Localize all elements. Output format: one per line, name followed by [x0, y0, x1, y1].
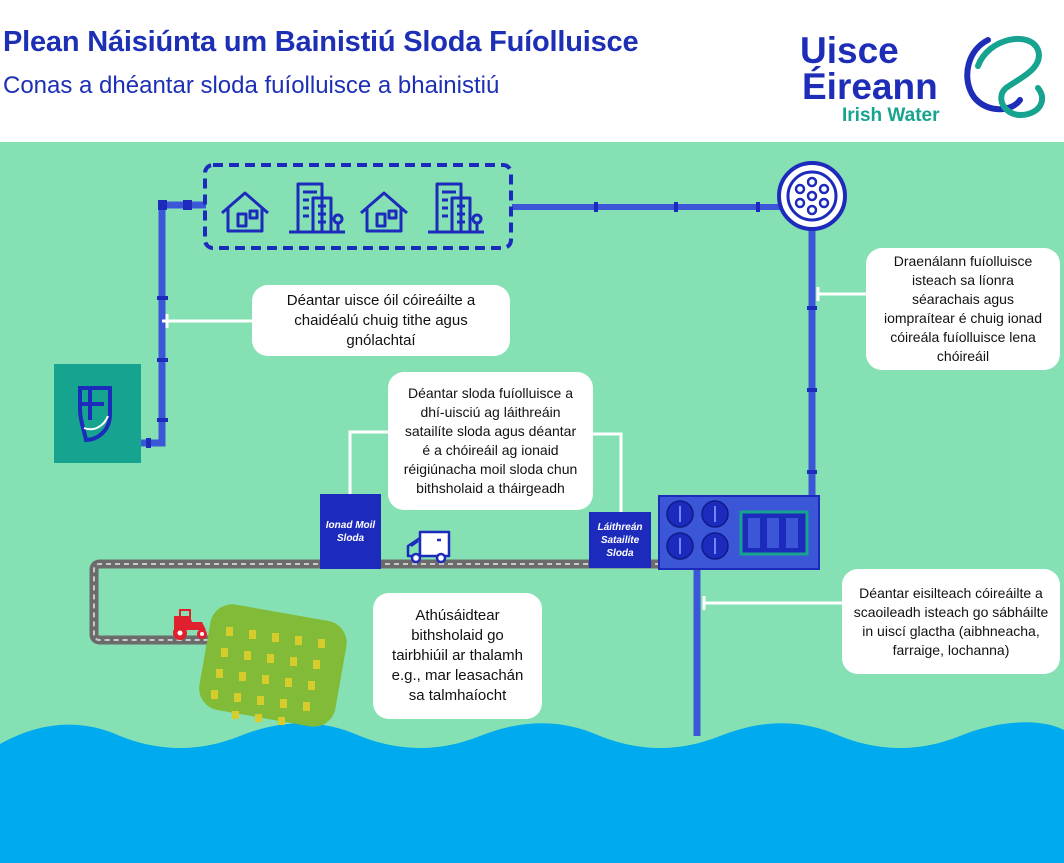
diagram-graphics [0, 161, 1064, 863]
callout-biosolids-reuse: Athúsáidtear bithsholaid go tairbhiúil a… [373, 593, 542, 719]
connector-satellite [593, 432, 623, 512]
pipe-joints-left [146, 200, 192, 448]
sea-waves [0, 722, 1064, 863]
uisce-eireann-logo: Uisce Éireann Irish Water [800, 24, 1055, 134]
buildings-group-box [203, 163, 513, 250]
tractor-icon [173, 609, 207, 640]
house-icon [221, 191, 269, 233]
callout-dewatering: Déantar sloda fuíolluisce a dhí-uisciú a… [388, 372, 593, 510]
sludge-satellite-site-label: Láithreán Satailíte Sloda [589, 512, 651, 568]
page-subtitle: Conas a dhéantar sloda fuíolluisce a bha… [3, 72, 500, 99]
callout-wastewater: Draenálann fuíolluisce isteach sa líonra… [866, 248, 1060, 370]
crop-pattern [211, 627, 325, 725]
wastewater-treatment-plant-icon [658, 495, 820, 570]
header: Plean Náisiúnta um Bainistiú Sloda Fuíol… [0, 0, 1064, 142]
diagram: Déantar uisce óil cóireáilte a chaidéalú… [0, 142, 1064, 863]
manhole-cover-icon [777, 161, 847, 231]
page-title: Plean Náisiúnta um Bainistiú Sloda Fuíol… [3, 26, 639, 58]
callout-drinking-water-text: Déantar uisce óil cóireáilte a chaidéalú… [286, 291, 476, 349]
callout-wastewater-text: Draenálann fuíolluisce isteach sa líonra… [884, 253, 1042, 364]
sludge-truck-icon [406, 530, 451, 564]
drinking-water-pipe [140, 201, 206, 447]
sludge-hub-centre-text: Ionad Moil Sloda [325, 519, 376, 544]
agricultural-field-icon [199, 604, 347, 727]
callout-drinking-water: Déantar uisce óil cóireáilte a chaidéalú… [252, 285, 510, 356]
sludge-satellite-site-text: Láithreán Satailíte Sloda [597, 521, 643, 559]
sludge-hub-centre-label: Ionad Moil Sloda [320, 494, 381, 569]
office-building-icon [428, 182, 484, 234]
water-treatment-icon [54, 364, 141, 463]
callout-dewatering-text: Déantar sloda fuíolluisce a dhí-uisciú a… [403, 385, 578, 496]
office-building-icon [289, 182, 345, 234]
callout-effluent-text: Déantar eisilteach cóireáilte a scaoilea… [853, 584, 1049, 658]
logo-text-uisce: Uisce [800, 30, 899, 71]
connector-hub [348, 430, 388, 495]
callout-effluent: Déantar eisilteach cóireáilte a scaoilea… [842, 569, 1060, 674]
callout-biosolids-reuse-text: Athúsáidtear bithsholaid go tairbhiúil a… [391, 607, 524, 704]
logo-swirl-icon [964, 35, 1046, 118]
logo-text-irish-water: Irish Water [842, 105, 940, 126]
logo-text-eireann: Éireann [802, 66, 938, 107]
house-icon [360, 191, 408, 233]
